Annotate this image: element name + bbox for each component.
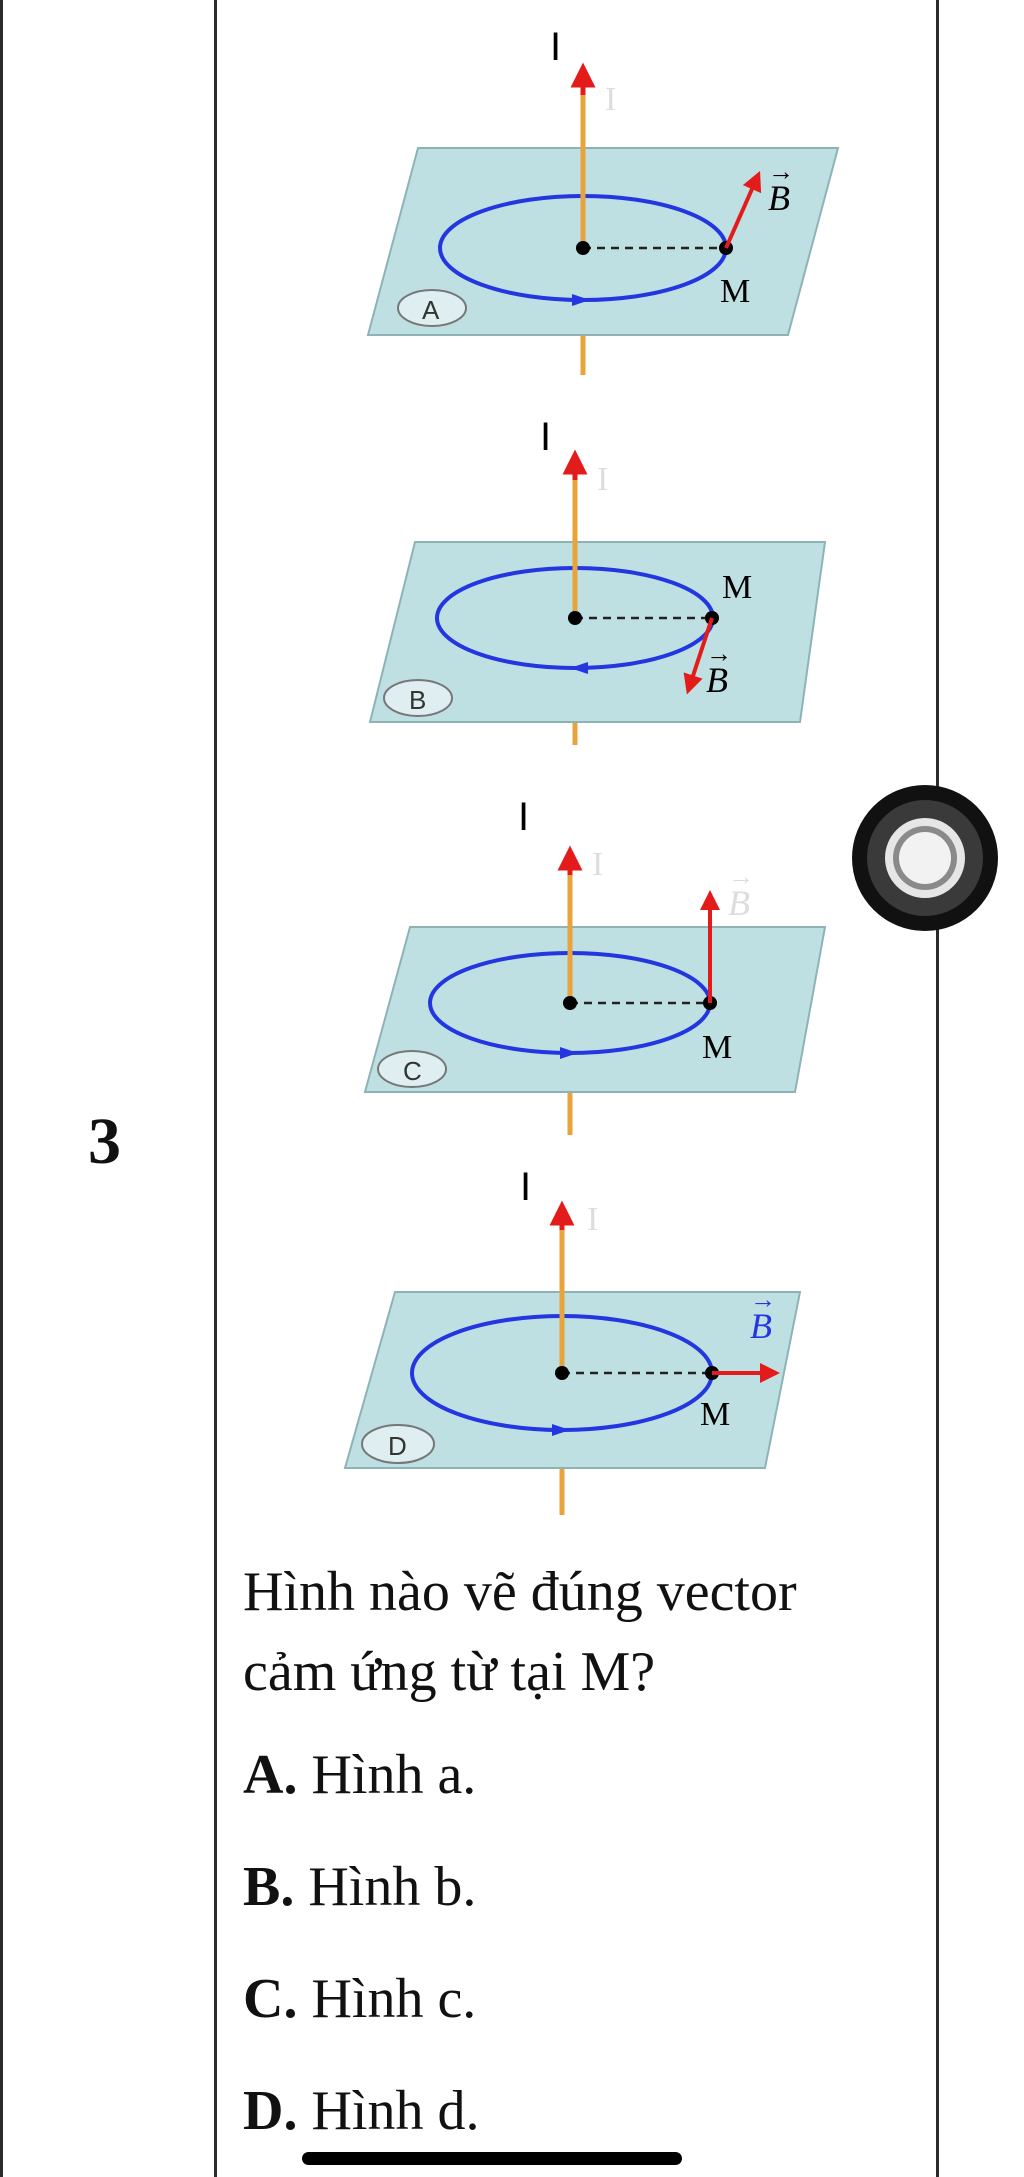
field-vector (724, 170, 762, 249)
assistive-touch-button[interactable] (850, 783, 1000, 933)
field-label: B (728, 883, 750, 923)
svg-text:→: → (728, 862, 754, 891)
wire-label: I (520, 1170, 531, 1209)
option-c[interactable]: C. Hình c. (243, 1967, 476, 2031)
option-text: Hình c. (297, 1968, 477, 2030)
point-label: M (720, 273, 750, 310)
point-label: M (702, 1029, 732, 1066)
figure-id: A (422, 295, 440, 325)
figure-id: B (409, 685, 426, 715)
figure-id: D (388, 1431, 407, 1461)
point-label: M (700, 1396, 730, 1433)
column-divider-left (214, 0, 217, 2177)
svg-text:→: → (750, 1285, 776, 1314)
field-label: B (706, 660, 728, 700)
option-text: Hình a. (297, 1744, 477, 1806)
left-border (0, 0, 3, 2177)
option-text: Hình d. (297, 2080, 480, 2142)
figure-a: I I B → M A (366, 30, 840, 375)
svg-text:→: → (706, 639, 732, 668)
figure-b: I I M B → B (368, 420, 827, 745)
wire-label: I (518, 800, 529, 839)
option-b[interactable]: B. Hình b. (243, 1855, 476, 1919)
column-divider-right (936, 0, 939, 2177)
question-number: 3 (88, 1105, 121, 1178)
current-label: I (592, 846, 603, 883)
current-label: I (597, 461, 608, 498)
point-label: M (722, 569, 752, 606)
option-letter: A. (243, 1744, 298, 1806)
option-a[interactable]: A. Hình a. (243, 1743, 476, 1807)
figure-d: I I B → M D (343, 1170, 802, 1515)
current-label: I (605, 81, 616, 118)
figure-id: C (403, 1056, 422, 1086)
wire-label: I (550, 30, 561, 69)
option-letter: B. (243, 1856, 295, 1918)
option-letter: D. (243, 2080, 298, 2142)
svg-text:→: → (768, 157, 794, 186)
option-letter: C. (243, 1968, 298, 2030)
question-text: Hình nào vẽ đúng vector cảm ứng từ tại M… (243, 1561, 797, 1703)
field-label: B (768, 178, 790, 218)
option-d[interactable]: D. Hình d. (243, 2079, 479, 2143)
field-label: B (750, 1306, 772, 1346)
home-indicator[interactable] (302, 2152, 682, 2165)
figure-c: I I B → M C (363, 800, 827, 1135)
wire-label: I (540, 420, 551, 459)
option-text: Hình b. (294, 1856, 477, 1918)
current-label: I (587, 1201, 598, 1238)
